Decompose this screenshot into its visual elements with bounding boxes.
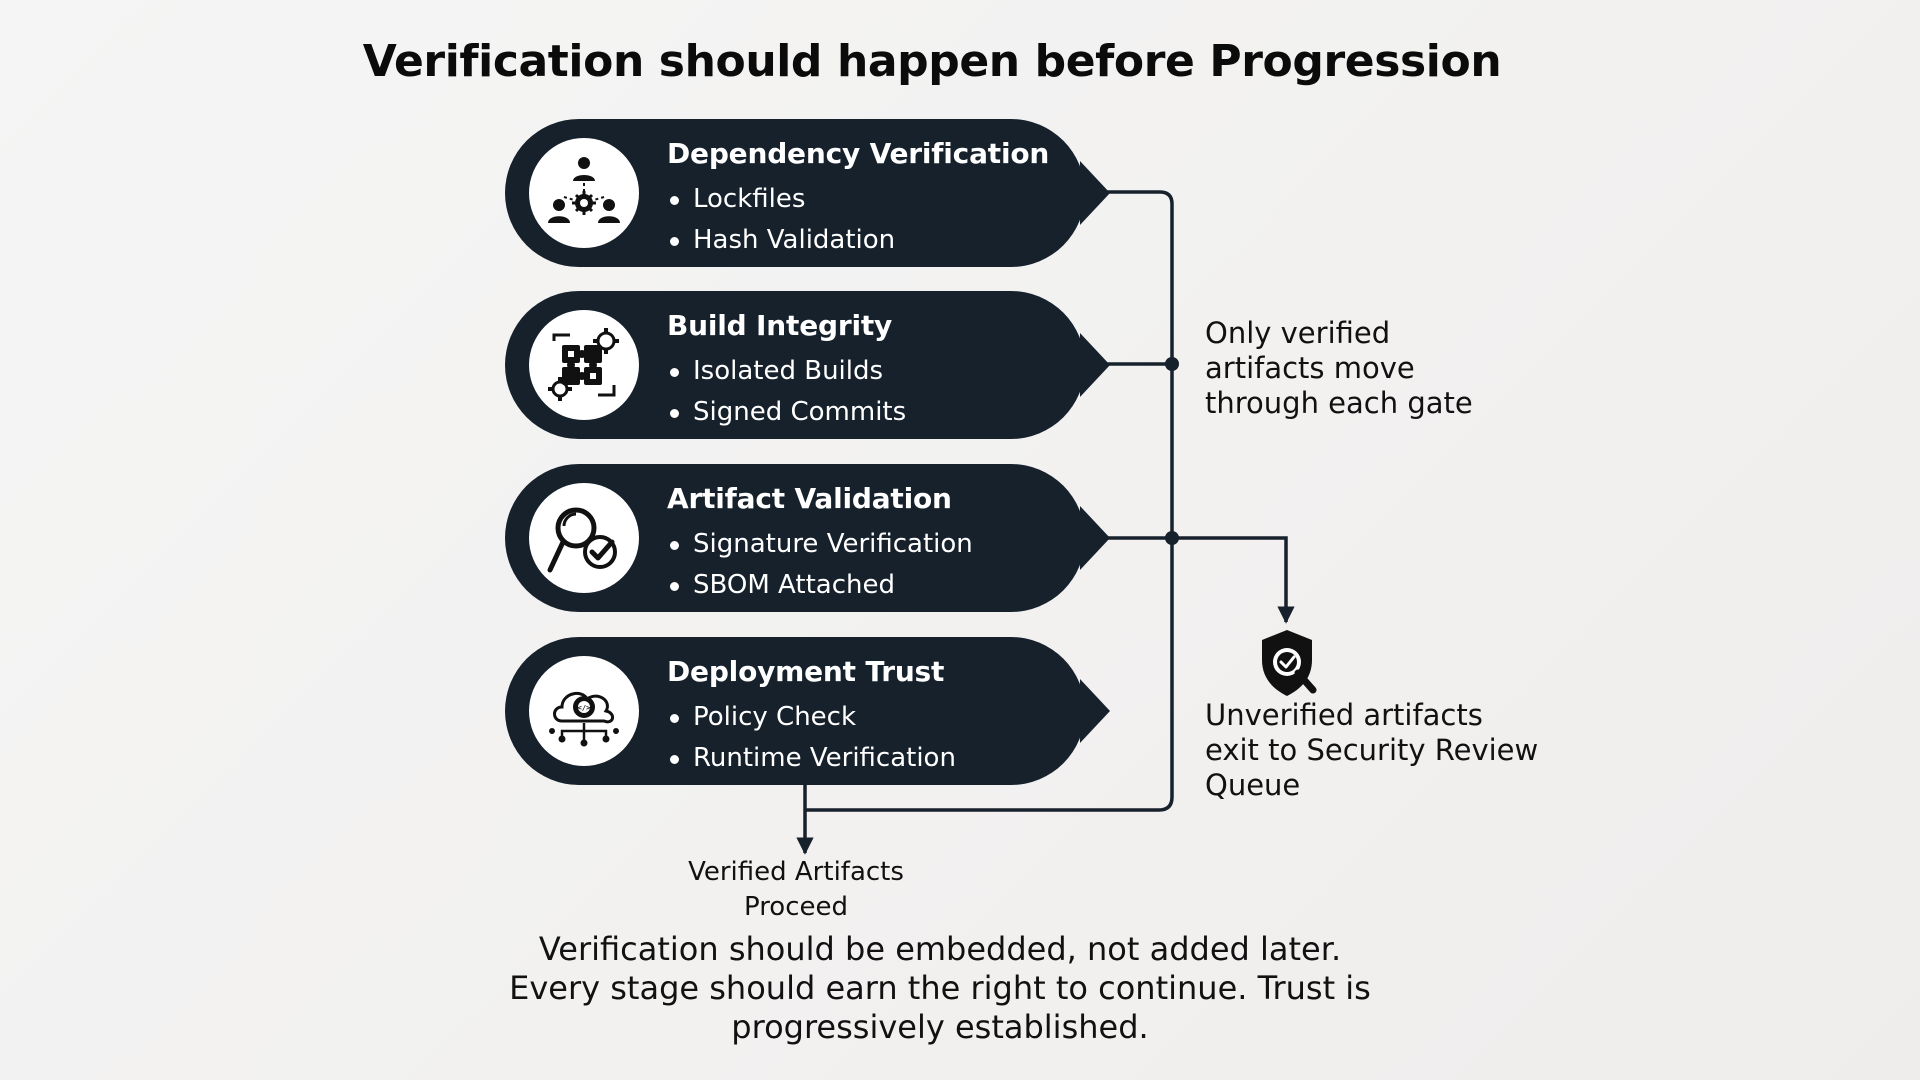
- card-pointer: [1080, 161, 1110, 225]
- card-pointer: [1080, 333, 1110, 397]
- stage-bullet-list: Isolated Builds Signed Commits: [667, 351, 906, 433]
- footer-summary: Verification should be embedded, not add…: [0, 930, 1880, 1047]
- gate-note-line: through each gate: [1205, 386, 1473, 420]
- exit-note-line: exit to Security Review: [1205, 733, 1539, 767]
- gate-note-line: Only verified: [1205, 316, 1391, 350]
- svg-text:</>: </>: [578, 704, 591, 712]
- footer-line: progressively established.: [731, 1008, 1149, 1046]
- page-title: Verification should happen before Progre…: [362, 36, 1502, 87]
- exit-note-line: Queue: [1205, 768, 1301, 802]
- stage-card-deployment-trust: </> Deployment Trust Policy Check Runtim…: [505, 637, 1110, 785]
- stage-card-artifact-validation: Artifact Validation Signature Verificati…: [505, 464, 1110, 612]
- shield-search-icon: [1258, 628, 1320, 698]
- footer-line: Every stage should earn the right to con…: [509, 969, 1371, 1007]
- footer-line: Verification should be embedded, not add…: [538, 930, 1342, 968]
- puzzle-gears-icon: [529, 310, 639, 420]
- stage-bullet-list: Signature Verification SBOM Attached: [667, 524, 973, 606]
- dependency-network-icon: [529, 138, 639, 248]
- verified-output-label: Verified Artifacts Proceed: [646, 855, 946, 925]
- stage-title: Dependency Verification: [667, 137, 1050, 170]
- stage-bullet: Runtime Verification: [667, 738, 956, 779]
- stage-card-build-integrity: Build Integrity Isolated Builds Signed C…: [505, 291, 1110, 439]
- cloud-code-network-icon: </>: [529, 656, 639, 766]
- gate-note-line: artifacts move: [1205, 351, 1415, 385]
- stage-bullet: Hash Validation: [667, 220, 895, 261]
- card-pointer: [1080, 679, 1110, 743]
- card-pointer: [1080, 506, 1110, 570]
- stage-bullet: Isolated Builds: [667, 351, 906, 392]
- stage-bullet-list: Lockfiles Hash Validation: [667, 179, 895, 261]
- stage-bullet-list: Policy Check Runtime Verification: [667, 697, 956, 779]
- stage-title: Deployment Trust: [667, 655, 945, 688]
- junction-dot-build: [1165, 357, 1179, 371]
- gate-note: Only verified artifacts move through eac…: [1205, 316, 1473, 421]
- stage-bullet: Signed Commits: [667, 392, 906, 433]
- exit-note-line: Unverified artifacts: [1205, 698, 1483, 732]
- stage-card-dependency-verification: Dependency Verification Lockfiles Hash V…: [505, 119, 1110, 267]
- stage-bullet: Policy Check: [667, 697, 956, 738]
- magnifier-check-icon: [529, 483, 639, 593]
- stage-bullet: SBOM Attached: [667, 565, 973, 606]
- verified-output-line: Verified Artifacts: [688, 857, 904, 887]
- stage-title: Artifact Validation: [667, 482, 952, 515]
- stage-bullet: Signature Verification: [667, 524, 973, 565]
- stage-title: Build Integrity: [667, 309, 893, 342]
- connector-review-arrow: [1172, 536, 1295, 624]
- stage-bullet: Lockfiles: [667, 179, 895, 220]
- verified-output-line: Proceed: [743, 892, 849, 922]
- junction-dot-artifact: [1165, 531, 1179, 545]
- exit-note: Unverified artifacts exit to Security Re…: [1205, 698, 1538, 803]
